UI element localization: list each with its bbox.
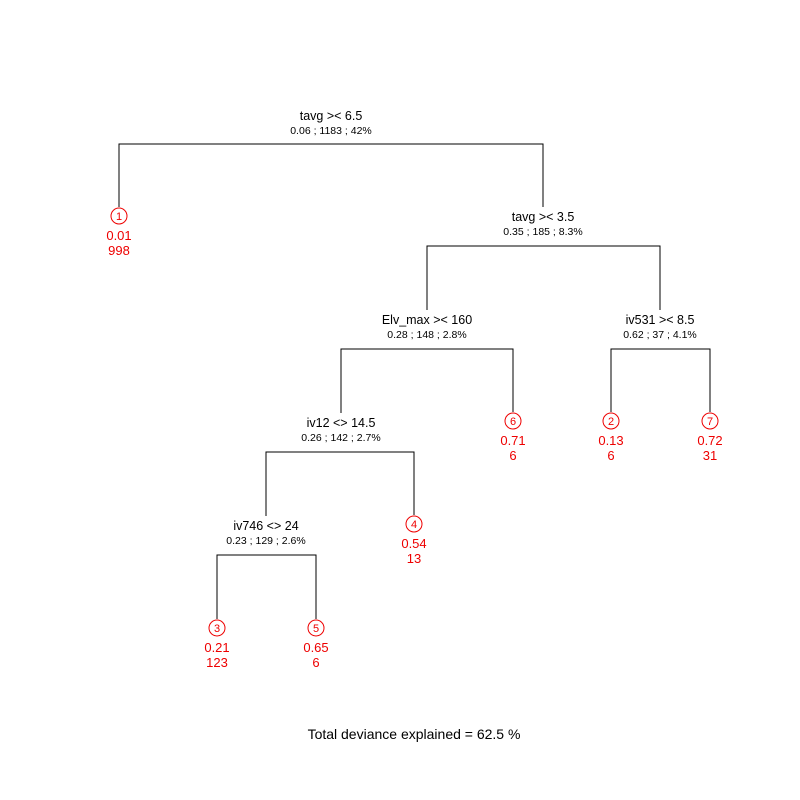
leaf-node-6: 60.716 — [500, 412, 526, 463]
split-label: Elv_max >< 160 — [382, 313, 472, 327]
leaf-circle — [701, 412, 719, 430]
leaf-circle — [405, 515, 423, 533]
leaf-count: 6 — [312, 655, 319, 670]
leaf-value: 0.01 — [106, 228, 131, 243]
leaf-id: 1 — [116, 211, 122, 223]
leaf-id: 2 — [608, 416, 614, 428]
branch-root — [118, 143, 544, 207]
split-stats: 0.35 ; 185 ; 8.3% — [503, 226, 582, 238]
leaf-count: 998 — [108, 243, 130, 258]
leaf-value: 0.65 — [303, 640, 328, 655]
leaf-value: 0.54 — [401, 536, 426, 551]
leaf-count: 6 — [607, 448, 614, 463]
split-label: iv12 <> 14.5 — [307, 416, 376, 430]
deviance-explained-caption: Total deviance explained = 62.5 % — [308, 726, 521, 742]
leaf-value: 0.72 — [697, 433, 722, 448]
leaf-id: 4 — [411, 519, 417, 531]
split-node-root: tavg >< 6.5 0.06 ; 1183 ; 42% — [290, 109, 372, 137]
split-label: tavg >< 3.5 — [512, 210, 575, 224]
leaf-circle — [208, 619, 226, 637]
leaf-nodes: 10.0199860.71620.13670.723140.541330.211… — [106, 207, 723, 670]
leaf-circle — [110, 207, 128, 225]
leaf-count: 123 — [206, 655, 228, 670]
branch-n4 — [610, 348, 711, 412]
split-nodes: tavg >< 6.5 0.06 ; 1183 ; 42% tavg >< 3.5 0… — [226, 109, 696, 547]
leaf-value: 0.71 — [500, 433, 525, 448]
split-stats: 0.06 ; 1183 ; 42% — [290, 125, 372, 137]
leaf-count: 6 — [509, 448, 516, 463]
split-stats: 0.26 ; 142 ; 2.7% — [301, 432, 380, 444]
leaf-node-5: 5 0.656 — [303, 619, 329, 670]
tree-edges — [118, 143, 711, 619]
leaf-value: 0.13 — [598, 433, 623, 448]
leaf-count: 31 — [703, 448, 717, 463]
split-node-n4: iv531 >< 8.5 0.62 ; 37 ; 4.1% — [623, 313, 697, 341]
leaf-circle — [602, 412, 620, 430]
split-stats: 0.62 ; 37 ; 4.1% — [623, 329, 697, 341]
leaf-count: 13 — [407, 551, 421, 566]
branch-n3 — [340, 348, 514, 413]
branch-n5 — [265, 451, 415, 516]
split-node-n2: tavg >< 3.5 0.35 ; 185 ; 8.3% — [503, 210, 582, 238]
leaf-id: 5 — [313, 623, 319, 635]
leaf-id: 3 — [214, 623, 220, 635]
split-stats: 0.23 ; 129 ; 2.6% — [226, 535, 305, 547]
leaf-id: 6 — [510, 416, 516, 428]
leaf-node-2: 2 0.136 — [598, 412, 624, 463]
split-stats: 0.28 ; 148 ; 2.8% — [387, 329, 466, 341]
split-label: tavg >< 6.5 — [300, 109, 363, 123]
branch-n2 — [426, 245, 661, 310]
split-node-n5: iv12 <> 14.5 0.26 ; 142 ; 2.7% — [301, 416, 380, 444]
leaf-circle — [504, 412, 522, 430]
split-label: iv746 <> 24 — [233, 519, 298, 533]
split-node-n6: iv746 <> 24 0.23 ; 129 ; 2.6% — [226, 519, 305, 547]
split-label: iv531 >< 8.5 — [626, 313, 695, 327]
branch-n6 — [216, 554, 317, 619]
leaf-value: 0.21 — [204, 640, 229, 655]
leaf-circle — [307, 619, 325, 637]
split-node-n3: Elv_max >< 160 0.28 ; 148 ; 2.8% — [382, 313, 472, 341]
leaf-id: 7 — [707, 416, 713, 428]
